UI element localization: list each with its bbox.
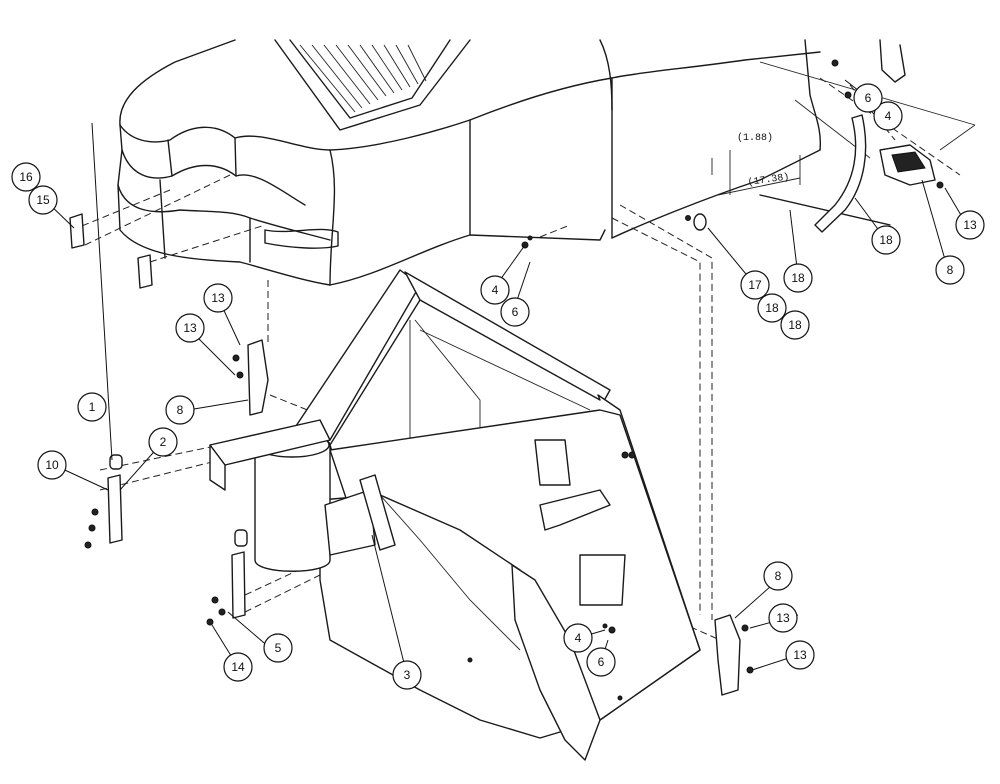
callout-13-left-top: 13 <box>203 283 233 313</box>
callout-13-left-mid-label: 13 <box>183 321 197 335</box>
callout-4-lower-label: 4 <box>575 631 582 645</box>
callout-13-right: 13 <box>955 210 985 240</box>
callout-10: 10 <box>37 450 67 480</box>
callout-15: 15 <box>28 185 58 215</box>
hardware-parts <box>69 59 944 696</box>
callout-15-label: 15 <box>36 193 50 207</box>
callout-2: 2 <box>148 427 178 457</box>
callout-1-label: 1 <box>89 400 96 414</box>
callout-6-center: 6 <box>500 297 530 327</box>
dimension-width-label: (17.38) <box>747 171 790 189</box>
callout-4-upper: 4 <box>873 101 903 131</box>
callout-bubbles: 1 2 3 4 4 4 5 6 6 6 8 8 8 10 13 13 13 13… <box>11 83 985 690</box>
callout-3: 3 <box>392 660 422 690</box>
callout-6-upper-label: 6 <box>865 91 872 105</box>
callout-3-label: 3 <box>404 668 411 682</box>
callout-8-lower-label: 8 <box>775 569 782 583</box>
callout-18-lower-b-label: 18 <box>788 318 802 332</box>
callout-13-left-top-label: 13 <box>211 291 225 305</box>
callout-8-left: 8 <box>165 395 195 425</box>
callout-4-upper-label: 4 <box>885 109 892 123</box>
callout-14: 14 <box>223 652 253 682</box>
callout-18-mid-label: 18 <box>791 271 805 285</box>
dimension-height-label: (1.88) <box>737 132 773 144</box>
callout-16-label: 16 <box>19 170 33 184</box>
callout-10-label: 10 <box>45 458 59 472</box>
callout-13-lower-top: 13 <box>768 603 798 633</box>
callout-13-lower-bottom: 13 <box>785 640 815 670</box>
callout-18-lower-a: 18 <box>757 293 787 323</box>
callout-18-lower-b: 18 <box>780 310 810 340</box>
callout-4-lower: 4 <box>563 623 593 653</box>
callout-6-center-label: 6 <box>512 305 519 319</box>
callout-8-lower: 8 <box>763 561 793 591</box>
callout-6-upper: 6 <box>853 83 883 113</box>
callout-14-label: 14 <box>231 660 245 674</box>
callout-13-right-label: 13 <box>963 218 977 232</box>
callout-4-center: 4 <box>480 275 510 305</box>
callout-6-lower-label: 6 <box>598 655 605 669</box>
callout-1: 1 <box>77 392 107 422</box>
callout-5-label: 5 <box>275 641 282 655</box>
callout-18-rod-label: 18 <box>879 233 893 247</box>
callout-16: 16 <box>11 162 41 192</box>
truck-front-end <box>117 39 976 286</box>
callout-4-center-label: 4 <box>492 283 499 297</box>
callout-13-lower-top-label: 13 <box>776 611 790 625</box>
callout-18-rod: 18 <box>871 225 901 255</box>
callout-2-label: 2 <box>160 435 167 449</box>
callout-18-mid: 18 <box>783 263 813 293</box>
callout-8-right-label: 8 <box>947 263 954 277</box>
plow-frame <box>209 269 701 761</box>
callout-8-right: 8 <box>935 255 965 285</box>
dimension-annotations: (1.88) (17.38) <box>711 132 801 196</box>
callout-8-left-label: 8 <box>177 403 184 417</box>
callout-17-label: 17 <box>748 278 762 292</box>
callout-18-lower-a-label: 18 <box>765 301 779 315</box>
callout-13-lower-bottom-label: 13 <box>793 648 807 662</box>
callout-5: 5 <box>263 633 293 663</box>
callout-13-left-mid: 13 <box>175 313 205 343</box>
callout-6-lower: 6 <box>586 647 616 677</box>
callout-17: 17 <box>740 270 770 300</box>
